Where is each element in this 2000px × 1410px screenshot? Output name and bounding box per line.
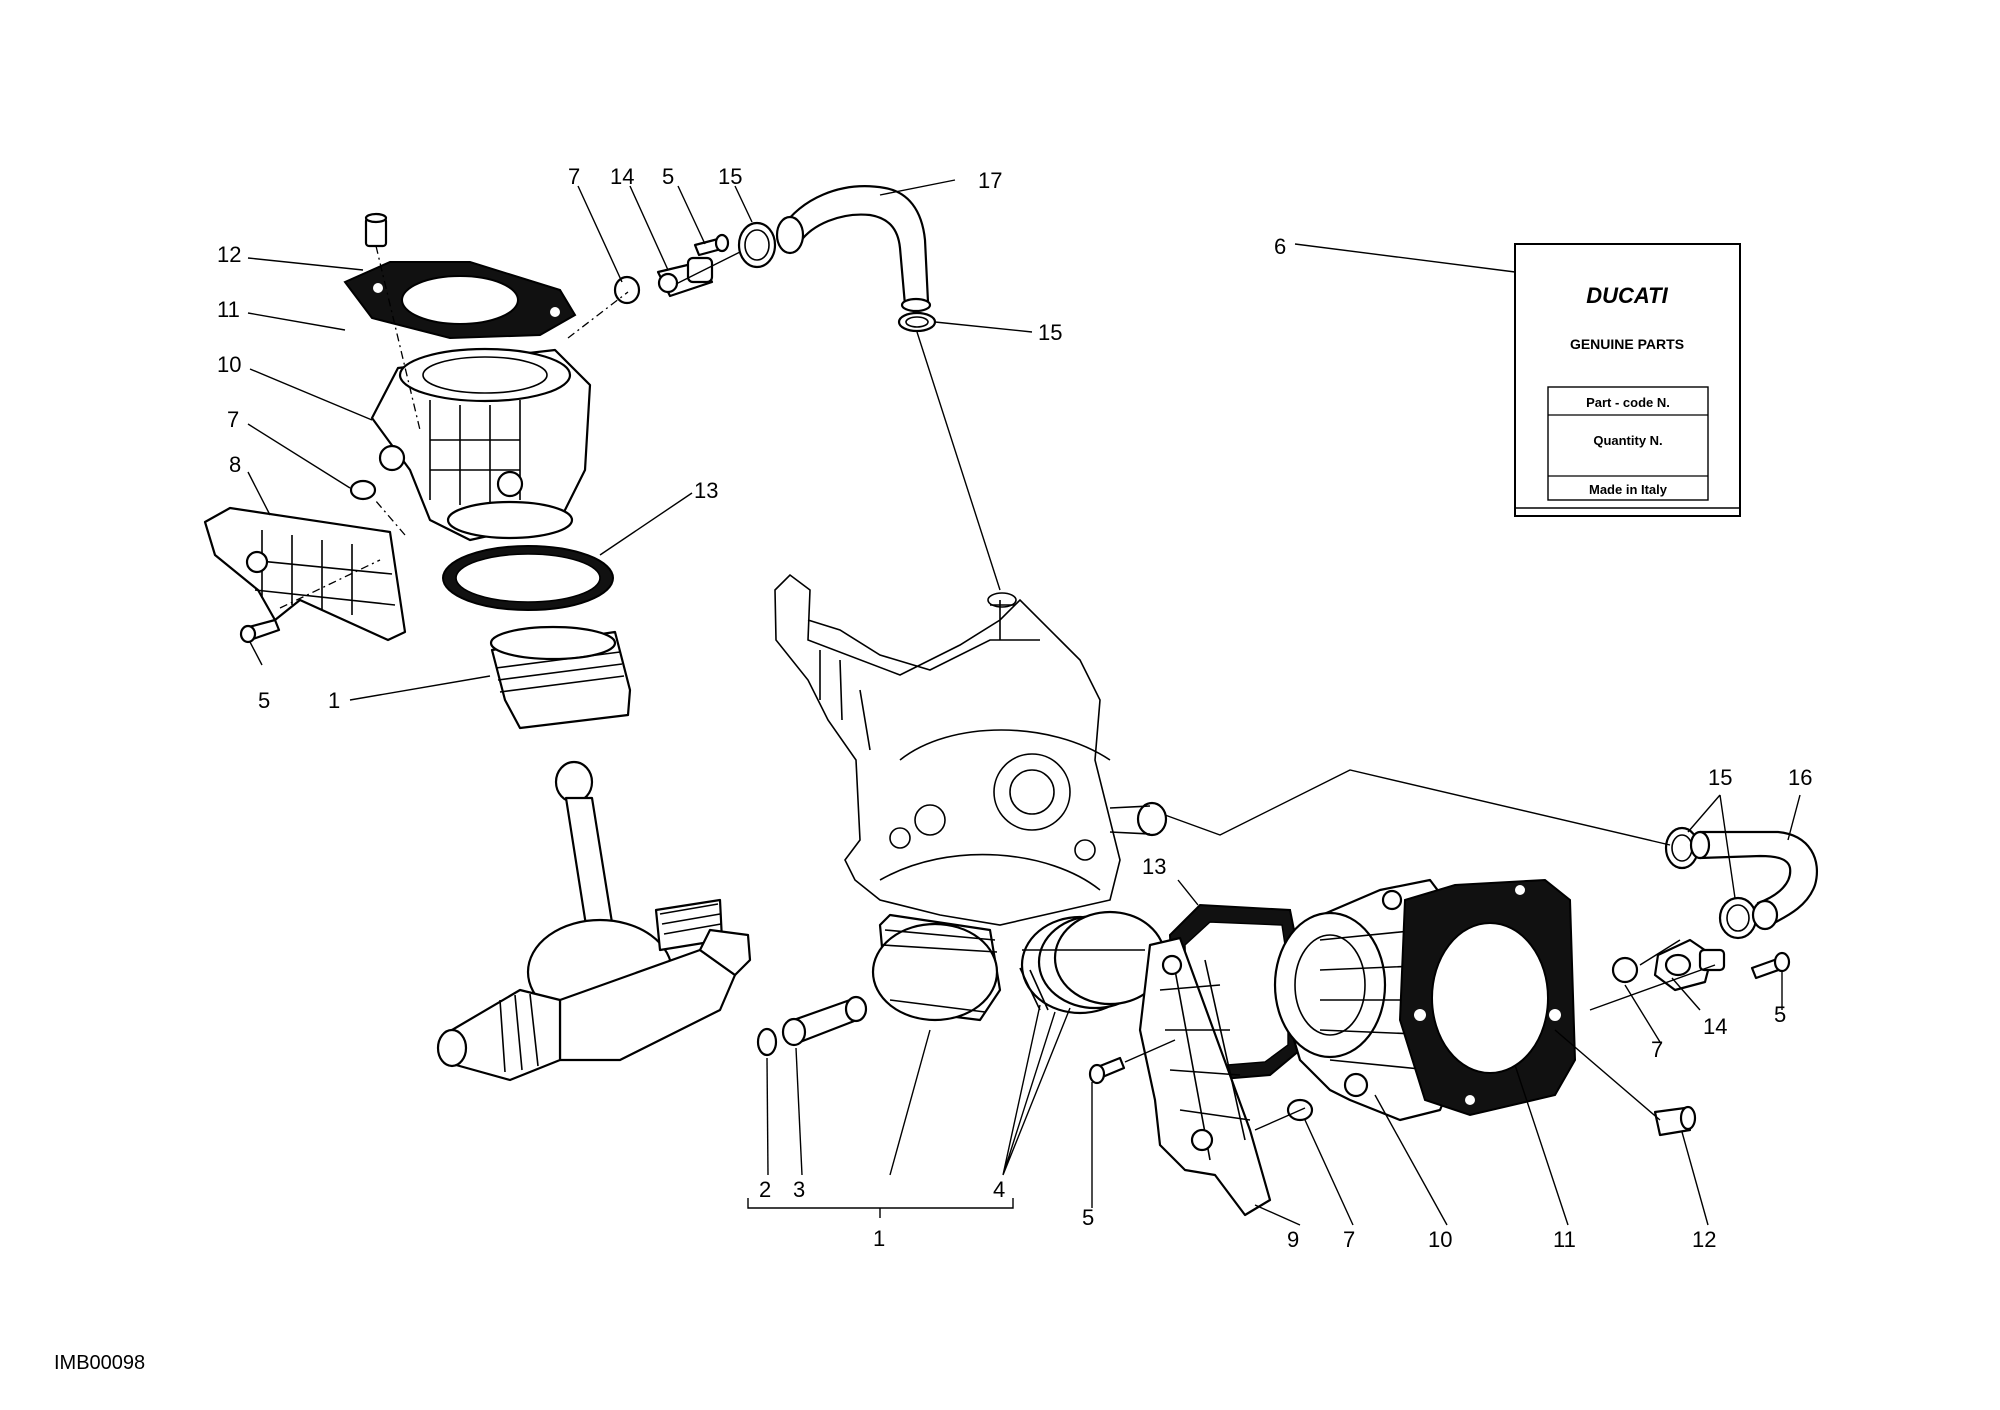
crankcase-part xyxy=(774,573,1168,926)
o-ring-part xyxy=(349,479,377,501)
callout-label: 2 xyxy=(759,1177,771,1202)
head-gasket-part xyxy=(343,261,577,340)
dowel-pin-part xyxy=(364,212,388,248)
callout-label: 14 xyxy=(1703,1014,1727,1039)
o-ring-part xyxy=(1611,956,1639,984)
callout-label: 17 xyxy=(978,168,1002,193)
hose-clamp-part xyxy=(737,221,777,269)
callout-label: 5 xyxy=(258,688,270,713)
callout-label: 15 xyxy=(1038,320,1062,345)
hose-clamp-part xyxy=(897,311,937,333)
banjo-fitting-part xyxy=(656,256,714,298)
callout-label: 14 xyxy=(610,164,634,189)
callout-label: 16 xyxy=(1788,765,1812,790)
card-heading: GENUINE PARTS xyxy=(1570,336,1684,352)
piston-part xyxy=(489,625,632,730)
hose-clamp-part xyxy=(1718,896,1758,940)
callout-label: 5 xyxy=(1082,1205,1094,1230)
callout-label: 12 xyxy=(217,242,241,267)
right-cylinder-assembly xyxy=(756,769,1819,1217)
callout-label: 12 xyxy=(1692,1227,1716,1252)
callout-label: 5 xyxy=(1774,1002,1786,1027)
card-quantity-row: Quantity N. xyxy=(1593,433,1662,448)
callout-label: 7 xyxy=(1651,1037,1663,1062)
leader-lines xyxy=(247,179,1801,1226)
crankshaft-part xyxy=(436,760,752,1082)
o-ring-part xyxy=(613,275,641,305)
banjo-fitting-part xyxy=(1653,938,1726,992)
base-gasket-part xyxy=(442,545,614,611)
callout-label: 4 xyxy=(993,1177,1005,1202)
callout-label: 11 xyxy=(217,297,240,322)
callout-label: 8 xyxy=(229,452,241,477)
dowel-pin-part xyxy=(1653,1105,1697,1137)
left-cylinder-assembly xyxy=(203,212,777,1082)
callout-label: 7 xyxy=(568,164,580,189)
genuine-parts-card: DUCATI GENUINE PARTS Part - code N. Quan… xyxy=(1514,243,1741,517)
callout-label: 10 xyxy=(217,352,241,377)
callout-label: 15 xyxy=(718,164,742,189)
callout-label: 13 xyxy=(694,478,718,503)
coolant-hose-part xyxy=(1689,830,1819,931)
callout-label: 1 xyxy=(328,688,340,713)
gudgeon-pin-part xyxy=(781,995,868,1047)
circlip-part xyxy=(756,1027,778,1057)
callout-label: 6 xyxy=(1274,234,1286,259)
callout-labels: 12 11 10 7 8 5 1 7 14 5 15 13 17 15 6 15… xyxy=(217,164,1812,1252)
card-part-code-row: Part - code N. xyxy=(1586,395,1670,410)
screw-part xyxy=(239,618,281,644)
callout-label: 11 xyxy=(1553,1227,1576,1252)
image-code: IMB00098 xyxy=(54,1352,145,1374)
coolant-hose-part xyxy=(775,185,932,313)
callout-label: 7 xyxy=(1343,1227,1355,1252)
piston-part xyxy=(871,913,1002,1022)
callout-label: 1 xyxy=(873,1226,885,1251)
screw-part xyxy=(1750,951,1791,980)
callout-label: 9 xyxy=(1287,1227,1299,1252)
callout-label: 3 xyxy=(793,1177,805,1202)
callout-label: 15 xyxy=(1708,765,1732,790)
screw-part xyxy=(1088,1056,1126,1085)
cylinder-barrel-part xyxy=(370,347,592,542)
screw-part xyxy=(693,233,730,257)
callout-label: 7 xyxy=(227,407,239,432)
side-cover-part xyxy=(203,506,407,642)
piston-rings-part xyxy=(1019,910,1167,1015)
side-cover-part xyxy=(1138,936,1272,1217)
callout-label: 10 xyxy=(1428,1227,1452,1252)
card-brand: DUCATI xyxy=(1586,283,1668,308)
head-gasket-part xyxy=(1398,878,1577,1117)
callout-label: 13 xyxy=(1142,854,1166,879)
card-made-in-row: Made in Italy xyxy=(1589,482,1668,497)
callout-label: 5 xyxy=(662,164,674,189)
